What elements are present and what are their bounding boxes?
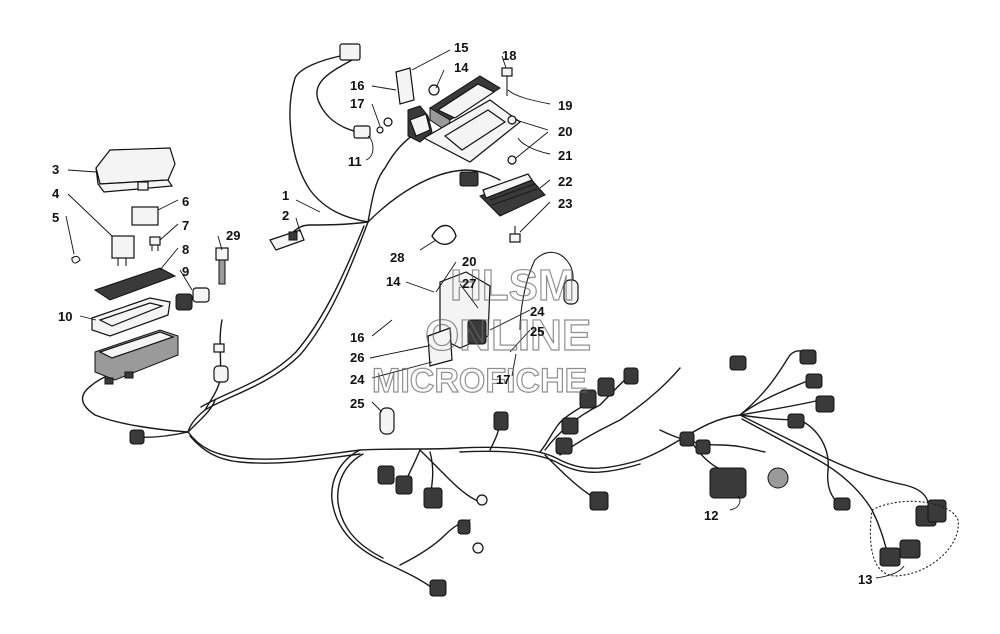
callout-26: 26	[350, 350, 364, 365]
callout-1: 1	[282, 188, 289, 203]
watermark-line-3: MICROFICHE	[372, 362, 587, 400]
callout-13: 13	[858, 572, 872, 587]
callout-3: 3	[52, 162, 59, 177]
part-18-ecu	[429, 75, 501, 133]
callout-5: 5	[52, 210, 59, 225]
part-9-connector	[175, 287, 210, 311]
part-8-fuse-board	[93, 267, 177, 301]
part-10-gasket	[91, 297, 171, 337]
callout-23: 23	[558, 196, 572, 211]
part-22-regulator	[479, 173, 546, 217]
callout-17-top: 17	[350, 96, 364, 111]
callout-4: 4	[52, 186, 60, 201]
part-7-fuse	[149, 236, 161, 251]
callout-20-middle: 20	[462, 254, 476, 269]
callout-17-middle: 17	[496, 372, 510, 387]
callout-22: 22	[558, 174, 572, 189]
part-12-connector	[709, 467, 789, 499]
part-4-relay	[111, 235, 135, 266]
watermark: HLSM ONLINE MICROFICHE	[371, 260, 591, 400]
callout-29: 29	[226, 228, 240, 243]
callout-19: 19	[558, 98, 572, 113]
watermark-line-1: HLSM	[450, 261, 575, 310]
part-26-bracket	[427, 271, 491, 367]
callout-14-top: 14	[454, 60, 469, 75]
callout-14-middle: 14	[386, 274, 401, 289]
callout-20-top: 20	[558, 124, 572, 139]
part-25-grommet-right	[563, 279, 579, 305]
callout-10: 10	[58, 309, 72, 324]
part-19-screw	[501, 67, 513, 96]
connector-near-22	[459, 171, 479, 187]
callout-24-right: 24	[530, 304, 545, 319]
part-15-bracket	[395, 67, 433, 143]
callout-11: 11	[348, 154, 362, 169]
callout-25-right: 25	[530, 324, 544, 339]
callout-15: 15	[454, 40, 468, 55]
part-28-clip	[431, 224, 457, 245]
part-6-relay	[131, 206, 159, 226]
callout-16-middle: 16	[350, 330, 364, 345]
callout-27: 27	[462, 276, 476, 291]
watermark-line-2: ONLINE	[425, 311, 591, 360]
part-25-grommet-left	[379, 407, 395, 435]
callout-9: 9	[182, 264, 189, 279]
callout-labels: 1 2 3 4 5 6 7 8 9 10 11 12 13 14 14 15 1…	[52, 40, 872, 587]
part-11-connector	[353, 125, 371, 139]
part-21-mounting-plate	[422, 99, 521, 163]
part-5-fuse-clip	[71, 255, 81, 264]
leader-lines	[65, 49, 905, 579]
callout-6: 6	[182, 194, 189, 209]
callout-28: 28	[390, 250, 404, 265]
callout-7: 7	[182, 218, 189, 233]
callout-24-left: 24	[350, 372, 365, 387]
callout-18: 18	[502, 48, 516, 63]
part-29-o2-sensor	[213, 247, 229, 383]
top-connector	[339, 43, 361, 61]
callout-16-top: 16	[350, 78, 364, 93]
callout-12: 12	[704, 508, 718, 523]
part-23-screw	[509, 226, 521, 243]
part-1-2-connector	[269, 229, 305, 251]
callout-25-left: 25	[350, 396, 364, 411]
part-20-washer	[507, 115, 517, 165]
fuse-box-base	[94, 329, 179, 385]
callout-2: 2	[282, 208, 289, 223]
part-3-fuse-box-cover	[95, 147, 176, 193]
callout-8: 8	[182, 242, 189, 257]
harness-connectors	[129, 349, 959, 597]
callout-21: 21	[558, 148, 572, 163]
